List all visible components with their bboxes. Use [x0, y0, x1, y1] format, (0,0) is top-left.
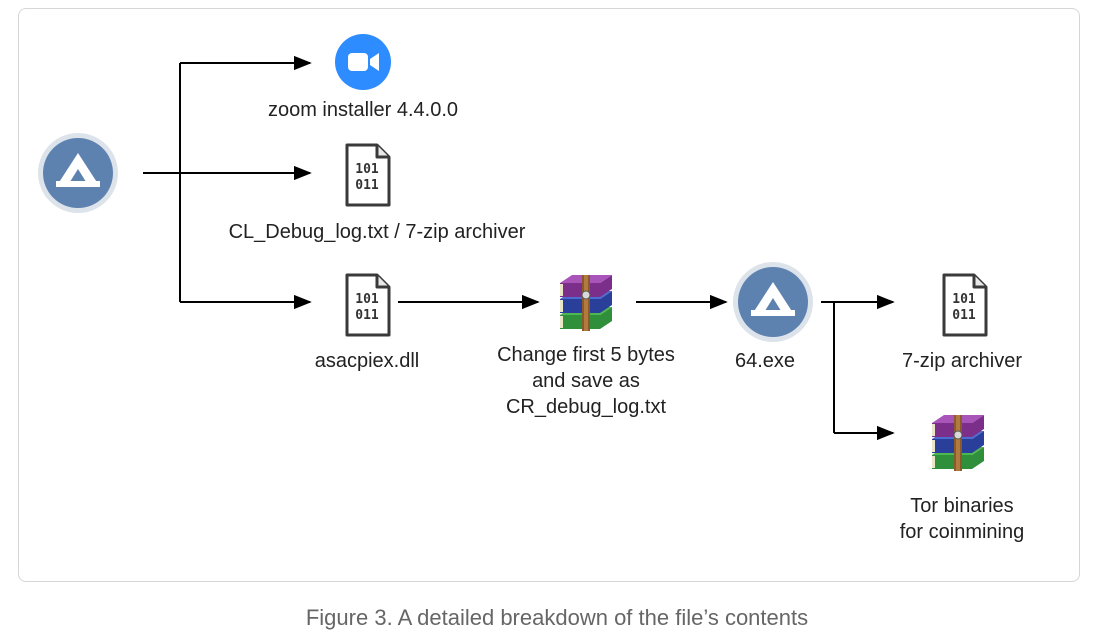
svg-text:011: 011: [952, 308, 976, 323]
diagram-frame: [18, 8, 1080, 582]
tor-binaries-line-2: for coinmining: [899, 521, 1025, 543]
cl-debug-label: CL_Debug_log.txt / 7-zip archiver: [228, 221, 526, 243]
binary-file-icon: 101 011: [942, 273, 988, 337]
svg-text:101: 101: [355, 162, 379, 177]
svg-text:011: 011: [355, 308, 379, 323]
figure-caption: Figure 3. A detailed breakdown of the fi…: [305, 605, 809, 630]
exe-64-label: 64.exe: [734, 350, 796, 372]
winrar-archive-icon: [931, 414, 985, 472]
binary-file-icon: 101 011: [345, 273, 391, 337]
zoom-video-icon: [335, 34, 391, 90]
connector-lines: [143, 55, 895, 441]
change-bytes-label: Change first 5 bytes and save as CR_debu…: [497, 342, 675, 420]
flow-diagram: 101 011 101 011 101 011: [38, 34, 988, 472]
binary-file-icon: 101 011: [345, 143, 391, 207]
asacpiex-label: asacpiex.dll: [314, 350, 420, 372]
malware-app-icon: [733, 262, 813, 342]
change-bytes-line-1: Change first 5 bytes: [497, 344, 675, 366]
sevenzip-label: 7-zip archiver: [901, 350, 1023, 372]
svg-text:011: 011: [355, 178, 379, 193]
svg-text:101: 101: [355, 292, 379, 307]
malware-app-icon: [38, 133, 118, 213]
zoom-installer-label: zoom installer 4.4.0.0: [267, 99, 459, 121]
tor-binaries-line-1: Tor binaries: [910, 495, 1014, 517]
change-bytes-line-2: and save as: [532, 370, 640, 392]
svg-text:101: 101: [952, 292, 976, 307]
change-bytes-line-3: CR_debug_log.txt: [505, 396, 667, 418]
tor-binaries-label: Tor binaries for coinmining: [900, 493, 1025, 545]
winrar-archive-icon: [559, 274, 613, 332]
